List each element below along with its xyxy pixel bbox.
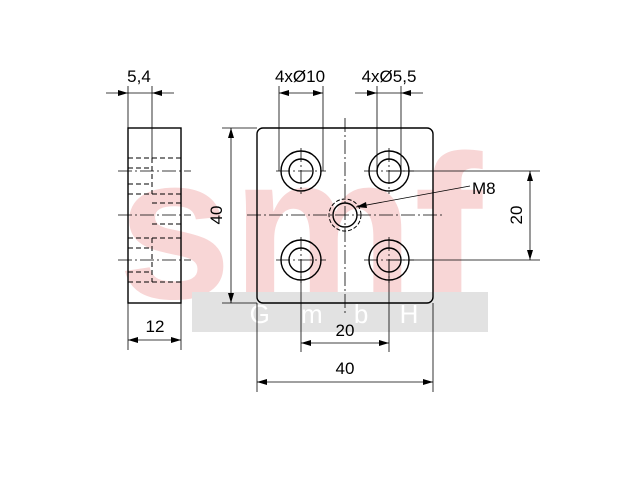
side-view-center-lines [118, 170, 191, 261]
watermark-bar [192, 292, 488, 332]
dim-dia10-label: 4xØ10 [275, 67, 325, 86]
watermark-subtitle: G m b H [250, 299, 431, 329]
front-view [222, 86, 540, 392]
dim-height-label: 40 [207, 206, 226, 225]
side-dim-5-4-label: 5,4 [127, 67, 151, 86]
side-view-hidden-lines [128, 157, 181, 283]
dim-width-label: 40 [336, 359, 355, 378]
m8-leader [355, 185, 471, 208]
dim-pitch-h-label: 20 [336, 321, 355, 340]
threaded-hole-m8 [328, 198, 362, 232]
side-view [106, 86, 191, 350]
side-view-outline [127, 127, 182, 304]
thread-label-m8: M8 [472, 179, 496, 198]
counterbore-hole-top-left [280, 150, 322, 192]
side-dim-12-label: 12 [146, 317, 165, 336]
dim-dia5-5-label: 4xØ5,5 [362, 67, 417, 86]
dim-pitch-v-label: 20 [507, 206, 526, 225]
